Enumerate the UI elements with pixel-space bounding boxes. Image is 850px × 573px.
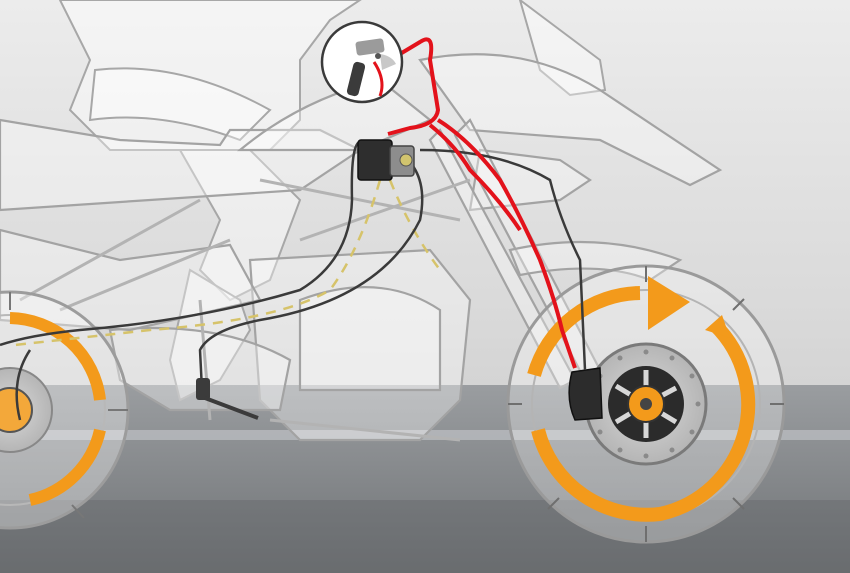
rear-brake-line (0, 140, 587, 421)
front-brake-line (387, 37, 577, 369)
brake-lever-inset (320, 20, 404, 104)
rear-rotation-arc (9, 312, 106, 401)
road (0, 385, 850, 573)
front-wheel (506, 264, 786, 544)
motorcycle-body (0, 53, 723, 442)
brake-caliper (568, 367, 603, 421)
wheel-speed-sensor-cables (14, 179, 442, 347)
front-rotation-arc-main (531, 320, 756, 522)
road-shadow (0, 500, 850, 573)
front-rotation-arc-top (527, 286, 641, 377)
rear-wheel (0, 290, 130, 530)
disc-holes (597, 349, 701, 459)
brake-lever-icon (346, 38, 396, 97)
rear-rotation-arc (28, 428, 106, 506)
rotation-arrow-tail (705, 315, 730, 338)
abs-control-unit (357, 139, 415, 181)
wheel-spokes (508, 266, 784, 542)
rear-brake-pedal (196, 378, 259, 420)
rotation-arrow-icon (648, 276, 690, 330)
rider (58, 0, 607, 402)
